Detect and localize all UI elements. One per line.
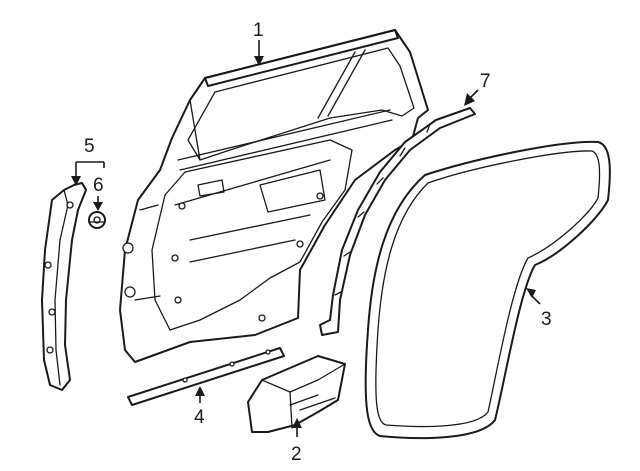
weatherstrip-seal — [364, 140, 611, 440]
pillar-applique — [41, 182, 87, 391]
callout-labels: 1 2 3 4 5 6 7 — [84, 20, 552, 465]
callout-6: 6 — [93, 175, 104, 196]
trim-bracket — [247, 355, 346, 433]
callout-3: 3 — [541, 309, 552, 330]
callout-4: 4 — [194, 407, 205, 428]
callout-2: 2 — [291, 444, 302, 465]
door-shell — [119, 29, 429, 363]
retainer-clip — [88, 211, 106, 229]
belt-molding — [127, 347, 285, 406]
callout-7: 7 — [480, 71, 491, 92]
leader-lines — [71, 40, 541, 437]
callout-1: 1 — [253, 20, 264, 41]
channel-seal — [319, 107, 476, 336]
callout-5: 5 — [84, 136, 95, 157]
